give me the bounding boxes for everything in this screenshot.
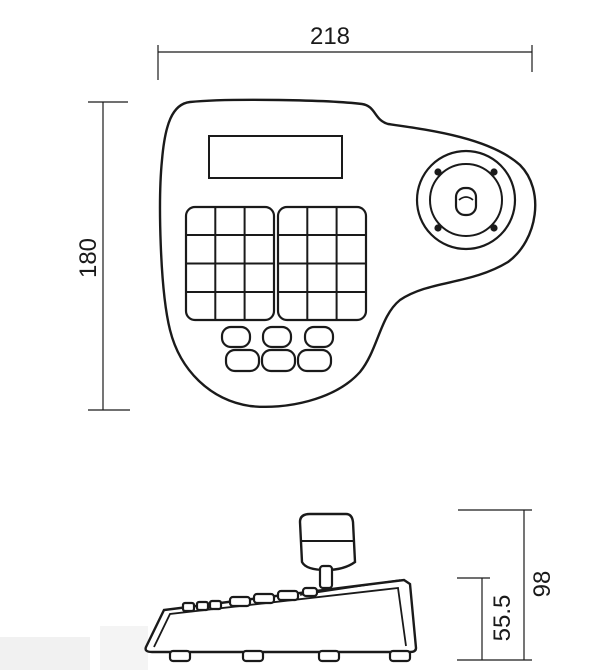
background-mark bbox=[100, 626, 148, 670]
side-key bbox=[208, 599, 223, 611]
function-buttons[interactable] bbox=[220, 325, 335, 373]
function-button[interactable] bbox=[224, 348, 261, 373]
foot bbox=[241, 649, 265, 663]
foot bbox=[388, 649, 412, 663]
joystick-shaft bbox=[318, 564, 334, 590]
side-key bbox=[252, 592, 276, 605]
left-keypad[interactable] bbox=[184, 205, 276, 322]
side-view: 55.5 98 bbox=[0, 509, 556, 670]
feet bbox=[168, 649, 412, 663]
width-label: 218 bbox=[310, 23, 350, 50]
side-keys bbox=[181, 586, 319, 613]
height-label: 180 bbox=[75, 238, 102, 278]
function-button[interactable] bbox=[260, 348, 297, 373]
body-height-label: 55.5 bbox=[489, 595, 516, 642]
side-key bbox=[195, 600, 210, 612]
joystick-knob-detail bbox=[458, 196, 474, 201]
side-key bbox=[228, 595, 252, 608]
joystick-screw bbox=[490, 168, 498, 176]
side-key bbox=[181, 601, 196, 613]
foot bbox=[317, 649, 341, 663]
function-button[interactable] bbox=[261, 325, 293, 349]
top-view: 218 180 bbox=[75, 23, 537, 411]
lcd-display bbox=[208, 135, 343, 179]
joystick-inner-ring bbox=[429, 163, 503, 237]
side-key bbox=[276, 589, 300, 602]
side-key bbox=[301, 586, 319, 598]
body-height-dimension: 55.5 bbox=[457, 577, 516, 661]
width-dimension: 218 bbox=[157, 23, 533, 80]
joystick-outer-ring bbox=[415, 149, 517, 251]
joystick-top[interactable] bbox=[415, 149, 517, 251]
joystick-screw bbox=[434, 168, 442, 176]
foot bbox=[168, 649, 192, 663]
function-button[interactable] bbox=[296, 348, 333, 373]
function-button[interactable] bbox=[303, 325, 335, 349]
joystick-knob[interactable] bbox=[454, 186, 478, 217]
background-mark bbox=[0, 637, 90, 670]
right-keypad[interactable] bbox=[276, 205, 368, 322]
joystick-screw bbox=[490, 224, 498, 232]
function-button[interactable] bbox=[220, 325, 252, 349]
total-height-label: 98 bbox=[529, 571, 556, 598]
height-dimension: 180 bbox=[75, 101, 130, 411]
total-height-dimension: 98 bbox=[458, 509, 556, 661]
joystick-screw bbox=[434, 224, 442, 232]
